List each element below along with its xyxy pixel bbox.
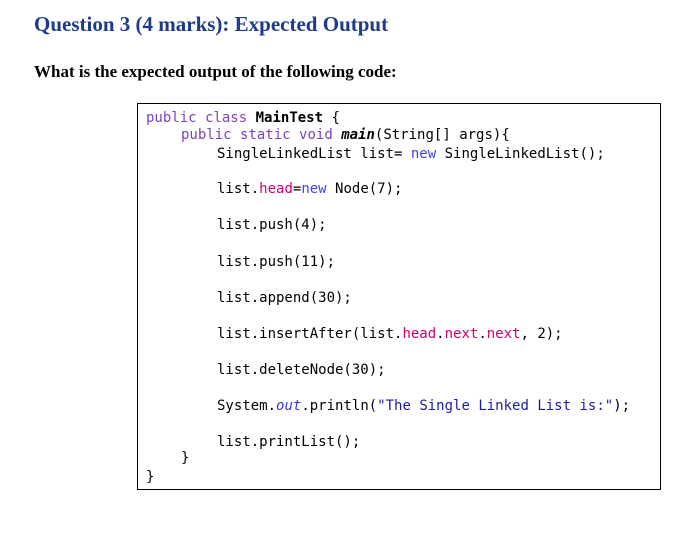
keyword-new: new xyxy=(410,146,437,162)
code-line-head-assign: list.head=new Node(7); xyxy=(217,181,402,198)
code-line-println: System.out.println("The Single Linked Li… xyxy=(217,398,630,415)
code-line-delete-node: list.deleteNode(30); xyxy=(217,362,386,378)
println-close: ); xyxy=(613,398,631,414)
system-ref: System. xyxy=(217,398,277,414)
close-brace-class: } xyxy=(146,469,155,485)
object-ref: list. xyxy=(217,181,260,197)
question-title: Question 3 (4 marks): Expected Output xyxy=(34,12,389,36)
keyword-public: public xyxy=(146,110,197,126)
code-line-insert-after: list.insertAfter(list.head.next.next, 2)… xyxy=(217,326,563,343)
field-out: out xyxy=(276,398,302,414)
keyword-new: new xyxy=(301,181,327,197)
list-declaration: SingleLinkedList list= xyxy=(217,146,411,162)
code-line-push-11: list.push(11); xyxy=(217,254,336,270)
println-call: .println( xyxy=(301,398,378,414)
code-block: public class MainTest { public static vo… xyxy=(137,103,661,490)
keyword-static: static xyxy=(240,127,291,143)
code-line-list-decl: SingleLinkedList list= new SingleLinkedL… xyxy=(217,146,605,163)
code-line-print-list: list.printList(); xyxy=(217,434,361,450)
code-line-append-30: list.append(30); xyxy=(217,290,352,306)
insert-call: list.insertAfter(list. xyxy=(217,326,403,342)
dot: . xyxy=(478,326,487,342)
constructor-call: SingleLinkedList(); xyxy=(436,146,605,162)
question-prompt: What is the expected output of the follo… xyxy=(34,62,397,81)
node-ctor: Node(7); xyxy=(326,181,403,197)
class-name: MainTest xyxy=(255,110,324,126)
close-brace-method: } xyxy=(181,450,190,466)
dot: . xyxy=(436,326,445,342)
keyword-void: void xyxy=(299,127,333,143)
method-name: main xyxy=(341,127,375,143)
code-line-main-decl: public static void main(String[] args){ xyxy=(181,127,510,144)
field-next: next xyxy=(486,326,521,342)
code-line-class-decl: public class MainTest { xyxy=(146,110,340,127)
string-literal: "The Single Linked List is:" xyxy=(377,398,614,414)
keyword-public: public xyxy=(181,127,232,143)
keyword-class: class xyxy=(205,110,248,126)
assign-op: = xyxy=(292,181,302,197)
field-head: head xyxy=(402,326,437,342)
insert-args: , 2); xyxy=(520,326,563,342)
open-brace: { xyxy=(323,110,340,126)
code-line-push-4: list.push(4); xyxy=(217,217,327,233)
method-params: (String[] args){ xyxy=(374,127,510,143)
field-next: next xyxy=(444,326,479,342)
field-head: head xyxy=(259,181,293,197)
